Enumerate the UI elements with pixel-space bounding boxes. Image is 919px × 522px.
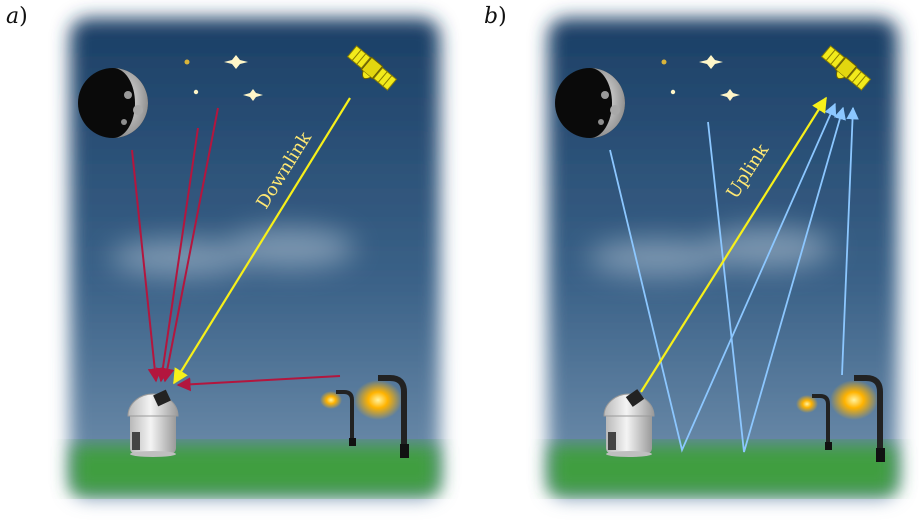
- panel-a-letter: a: [6, 4, 20, 29]
- moon-icon: [555, 68, 625, 138]
- panel-b-label: b): [484, 4, 507, 29]
- observatory-icon: [127, 389, 179, 457]
- ground: [72, 444, 438, 494]
- satellite-icon: [820, 45, 872, 91]
- star-icon: [184, 55, 263, 101]
- panel-b-scene: Uplink: [548, 18, 898, 498]
- moon-icon: [78, 68, 148, 138]
- starlight-arrow-2: [155, 127, 199, 383]
- star-icon: [661, 55, 740, 101]
- panel-a-paren: ): [19, 4, 28, 29]
- downlink-arrow: [173, 97, 351, 385]
- panel-b-letter: b: [484, 4, 499, 29]
- uplink-arrow: [640, 96, 827, 393]
- scattered-ray-3: [841, 106, 859, 376]
- street-lamp-icon: [796, 375, 885, 462]
- street-lamp-icon: [320, 375, 409, 458]
- scattered-light-rays: [609, 102, 859, 453]
- scattered-ray-2: [707, 106, 846, 453]
- moonlight-arrow: [131, 149, 162, 383]
- panel-a-scene: Downlink: [70, 18, 440, 498]
- scattered-ray-1: [609, 102, 837, 453]
- starlight-arrow-1: [160, 107, 219, 383]
- satellite-icon: [346, 45, 398, 91]
- observatory-icon: [603, 389, 655, 457]
- panel-b-paren: ): [498, 4, 507, 29]
- panel-a-label: a): [6, 4, 28, 29]
- ground: [550, 444, 896, 494]
- lamplight-arrow: [176, 375, 341, 392]
